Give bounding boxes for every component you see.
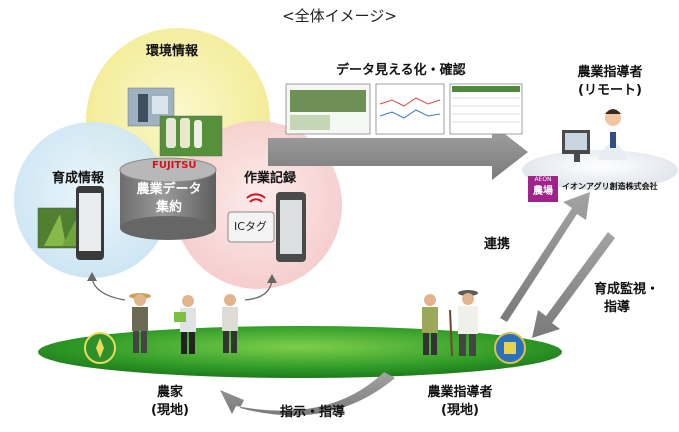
page-title: <全体イメージ>: [282, 7, 397, 25]
ic-tag-card: [227, 193, 275, 243]
local-advisor-label-line2: (現地): [441, 403, 479, 418]
aeon-logo: [528, 176, 558, 202]
remote-advisor-label-line1: 農業指導者: [577, 65, 643, 80]
monitoring-label-line2: 指導: [604, 300, 631, 315]
work-record-label: 作業記録: [244, 171, 297, 186]
city-emblem-right: [494, 332, 526, 364]
smartphone-left-icon: [76, 186, 104, 260]
farmer-figure-1: [129, 293, 151, 353]
aeon-company-name: イオンアグリ創造株式会社: [562, 182, 658, 191]
dashboard-thumbnails: [285, 83, 523, 135]
database-cylinder: [119, 157, 217, 240]
aeon-logo-farm: 農場: [533, 186, 553, 197]
local-advisor-label-line1: 農業指導者: [427, 385, 493, 400]
local-advisor-figure-1: [422, 294, 438, 355]
curve-arrow-left: [91, 277, 126, 301]
field-ground: [38, 326, 562, 378]
farmer-label-line1: 農家: [156, 385, 183, 400]
instruction-arrow: [220, 372, 395, 416]
cooperation-label: 連携: [484, 237, 511, 252]
farmer-figure-2: [174, 295, 196, 354]
data-visualize-label: データ見える化・確認: [336, 63, 466, 78]
environment-info-label: 環境情報: [146, 44, 199, 59]
cooperation-arrow: [500, 192, 590, 322]
instruction-label: 指示・指導: [280, 405, 346, 420]
farmer-figure-3: [222, 294, 238, 353]
remote-advisor-figure: [562, 109, 628, 162]
remote-platform: [522, 150, 678, 190]
aeon-logo-text: AEON: [534, 176, 552, 183]
monitoring-label-line1: 育成監視・: [594, 282, 660, 297]
remote-advisor-label-line2: (リモート): [578, 83, 642, 98]
sensor-image: [127, 87, 223, 157]
database-label-line1: 農業データ: [136, 182, 202, 197]
monitoring-arrow: [532, 232, 615, 338]
local-advisor-figure-2: [449, 290, 478, 357]
database-label-line2: 集約: [155, 200, 182, 215]
farmer-label-line2: (現地): [151, 403, 189, 418]
growth-info-label: 育成情報: [52, 171, 105, 186]
data-flow-arrow: [268, 124, 528, 180]
ic-tag-label: ICタグ: [234, 220, 267, 233]
fujitsu-logo: FUJITSU: [152, 160, 197, 171]
smartphone-right-icon: [276, 192, 306, 262]
city-emblem-left: [84, 332, 116, 364]
